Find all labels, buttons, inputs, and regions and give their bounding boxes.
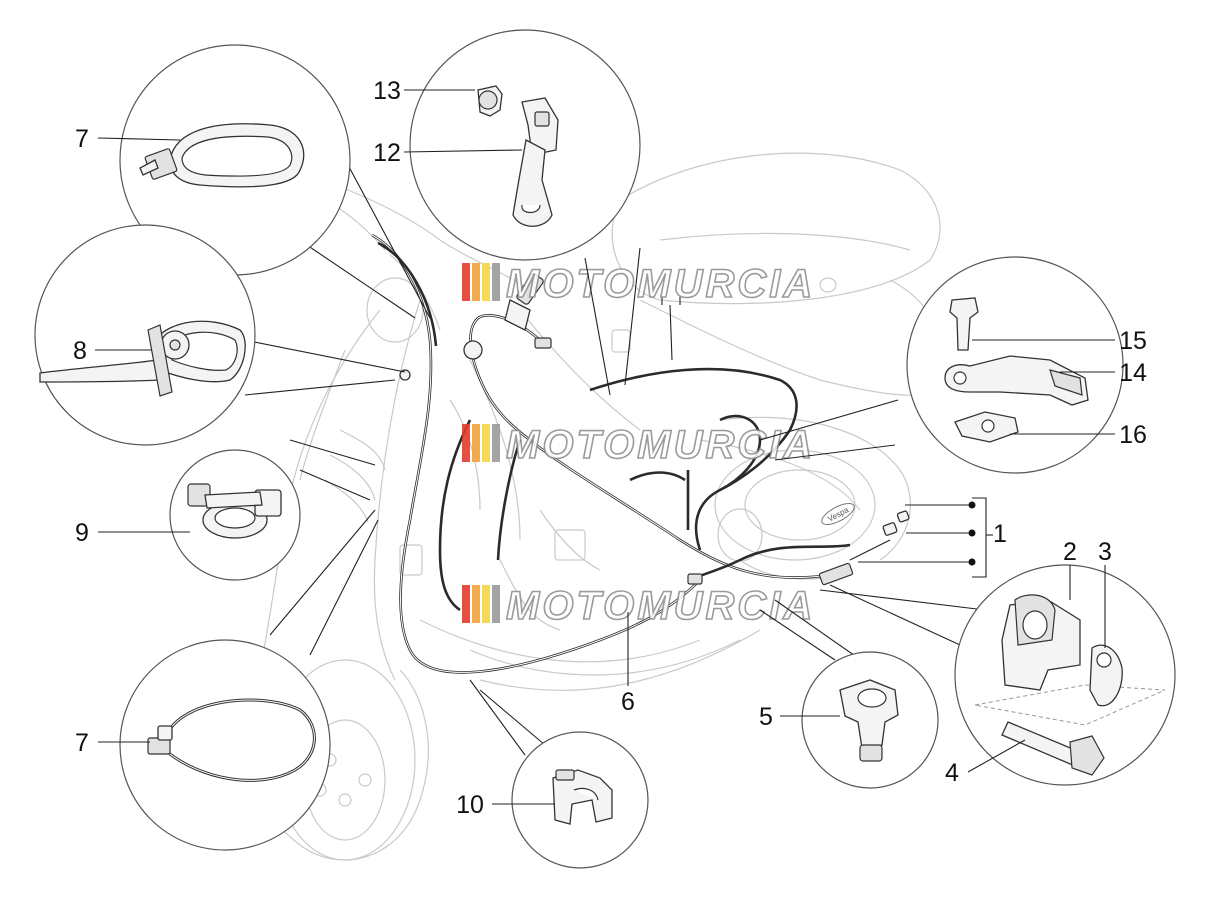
watermark-stripe	[492, 424, 500, 462]
callout-dot	[968, 558, 976, 566]
watermark-logo: MOTOMURCIA	[462, 422, 815, 468]
watermark-stripe	[472, 424, 480, 462]
detail-circle-cable-clip	[801, 651, 939, 789]
watermark-stripe	[472, 585, 480, 623]
brand-badge: Vespa	[821, 503, 855, 525]
watermark-stripe	[492, 585, 500, 623]
callout-label-1: 1	[993, 520, 1007, 548]
watermark-logo: MOTOMURCIA	[462, 261, 815, 307]
cable-harness	[371, 233, 910, 674]
detail-cones	[243, 164, 986, 756]
callout-label-16: 16	[1119, 421, 1147, 449]
watermark-stripe	[462, 424, 470, 462]
callout-label-12: 12	[373, 139, 401, 167]
watermark-stripe	[462, 585, 470, 623]
detail-circle-clip-set	[906, 256, 1124, 474]
callout-label-2: 2	[1063, 538, 1077, 566]
detail-circle-cable-tie-bottom	[119, 639, 331, 851]
detail-circle-small-clip	[511, 731, 649, 869]
watermark-text: MOTOMURCIA	[506, 584, 815, 628]
watermark-stripe	[472, 263, 480, 301]
callout-label-7-bottom: 7	[75, 729, 89, 757]
detail-circle-strap	[34, 224, 256, 446]
callout-label-8: 8	[73, 337, 87, 365]
callout-label-3: 3	[1098, 538, 1112, 566]
watermark-logo: MOTOMURCIA	[462, 583, 815, 629]
watermark-stripe	[462, 263, 470, 301]
watermark-stripe	[492, 263, 500, 301]
detail-circle-cable-tie-top	[119, 44, 351, 276]
callout-label-15: 15	[1119, 327, 1147, 355]
callout-label-5: 5	[759, 703, 773, 731]
callout-label-7-top: 7	[75, 125, 89, 153]
detail-circle-bracket	[409, 29, 641, 261]
watermark-group: MOTOMURCIA MOTOMURCIA MOTOMURCIA	[462, 261, 815, 629]
callout-leaders	[95, 89, 1115, 805]
watermark-stripe	[482, 585, 490, 623]
scooter-outline	[241, 152, 947, 861]
watermark-stripe	[482, 263, 490, 301]
callout-label-13: 13	[373, 77, 401, 105]
detail-circle-clamp-assembly	[954, 564, 1176, 786]
detail-circle-clamp	[169, 449, 301, 581]
callout-labels: 1 2 3 4 5 6 7 7 8 9 10 12 13 14 15 16	[73, 77, 1147, 819]
watermark-text: MOTOMURCIA	[506, 423, 815, 467]
callout-label-9: 9	[75, 519, 89, 547]
watermark-text: MOTOMURCIA	[506, 262, 815, 306]
callout-label-10: 10	[456, 791, 484, 819]
callout-dot	[968, 529, 976, 537]
callout-label-14: 14	[1119, 359, 1147, 387]
callout-dot	[968, 501, 976, 509]
callout-label-6: 6	[621, 688, 635, 716]
watermark-stripe	[482, 424, 490, 462]
callout-label-4: 4	[945, 759, 959, 787]
